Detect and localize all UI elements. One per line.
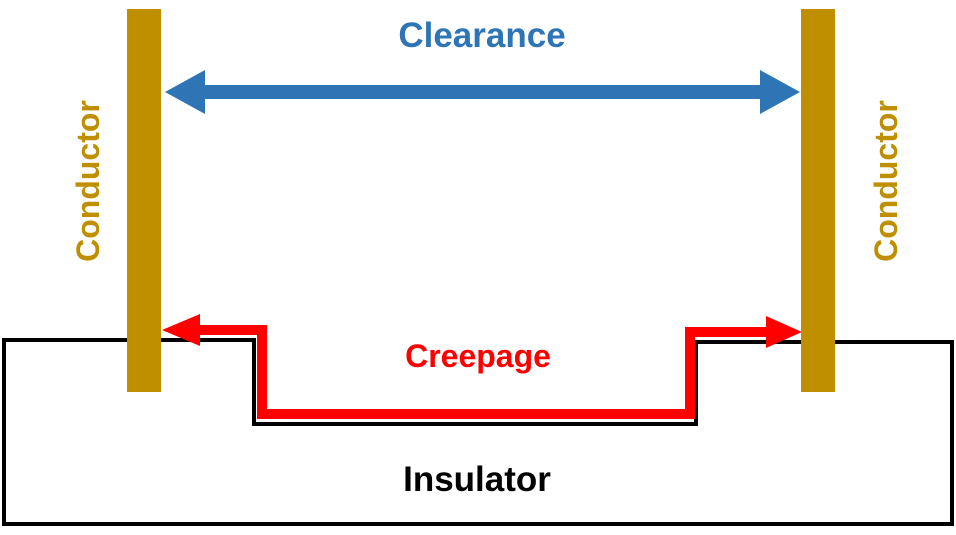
conductor-right	[801, 9, 835, 392]
conductor-left	[127, 9, 161, 392]
creepage-arrowhead-left	[162, 314, 200, 346]
clearance-arrowhead-left	[165, 70, 205, 114]
insulator-label: Insulator	[403, 460, 551, 499]
creepage-label: Creepage	[405, 338, 551, 374]
clearance-arrowhead-right	[760, 70, 800, 114]
creepage-path	[198, 325, 770, 419]
clearance-label: Clearance	[398, 16, 565, 55]
conductor-left-label: Conductor	[70, 100, 106, 262]
creepage-arrowhead-right	[766, 316, 802, 348]
insulator-outline	[2, 338, 954, 526]
conductor-right-label: Conductor	[868, 100, 904, 262]
